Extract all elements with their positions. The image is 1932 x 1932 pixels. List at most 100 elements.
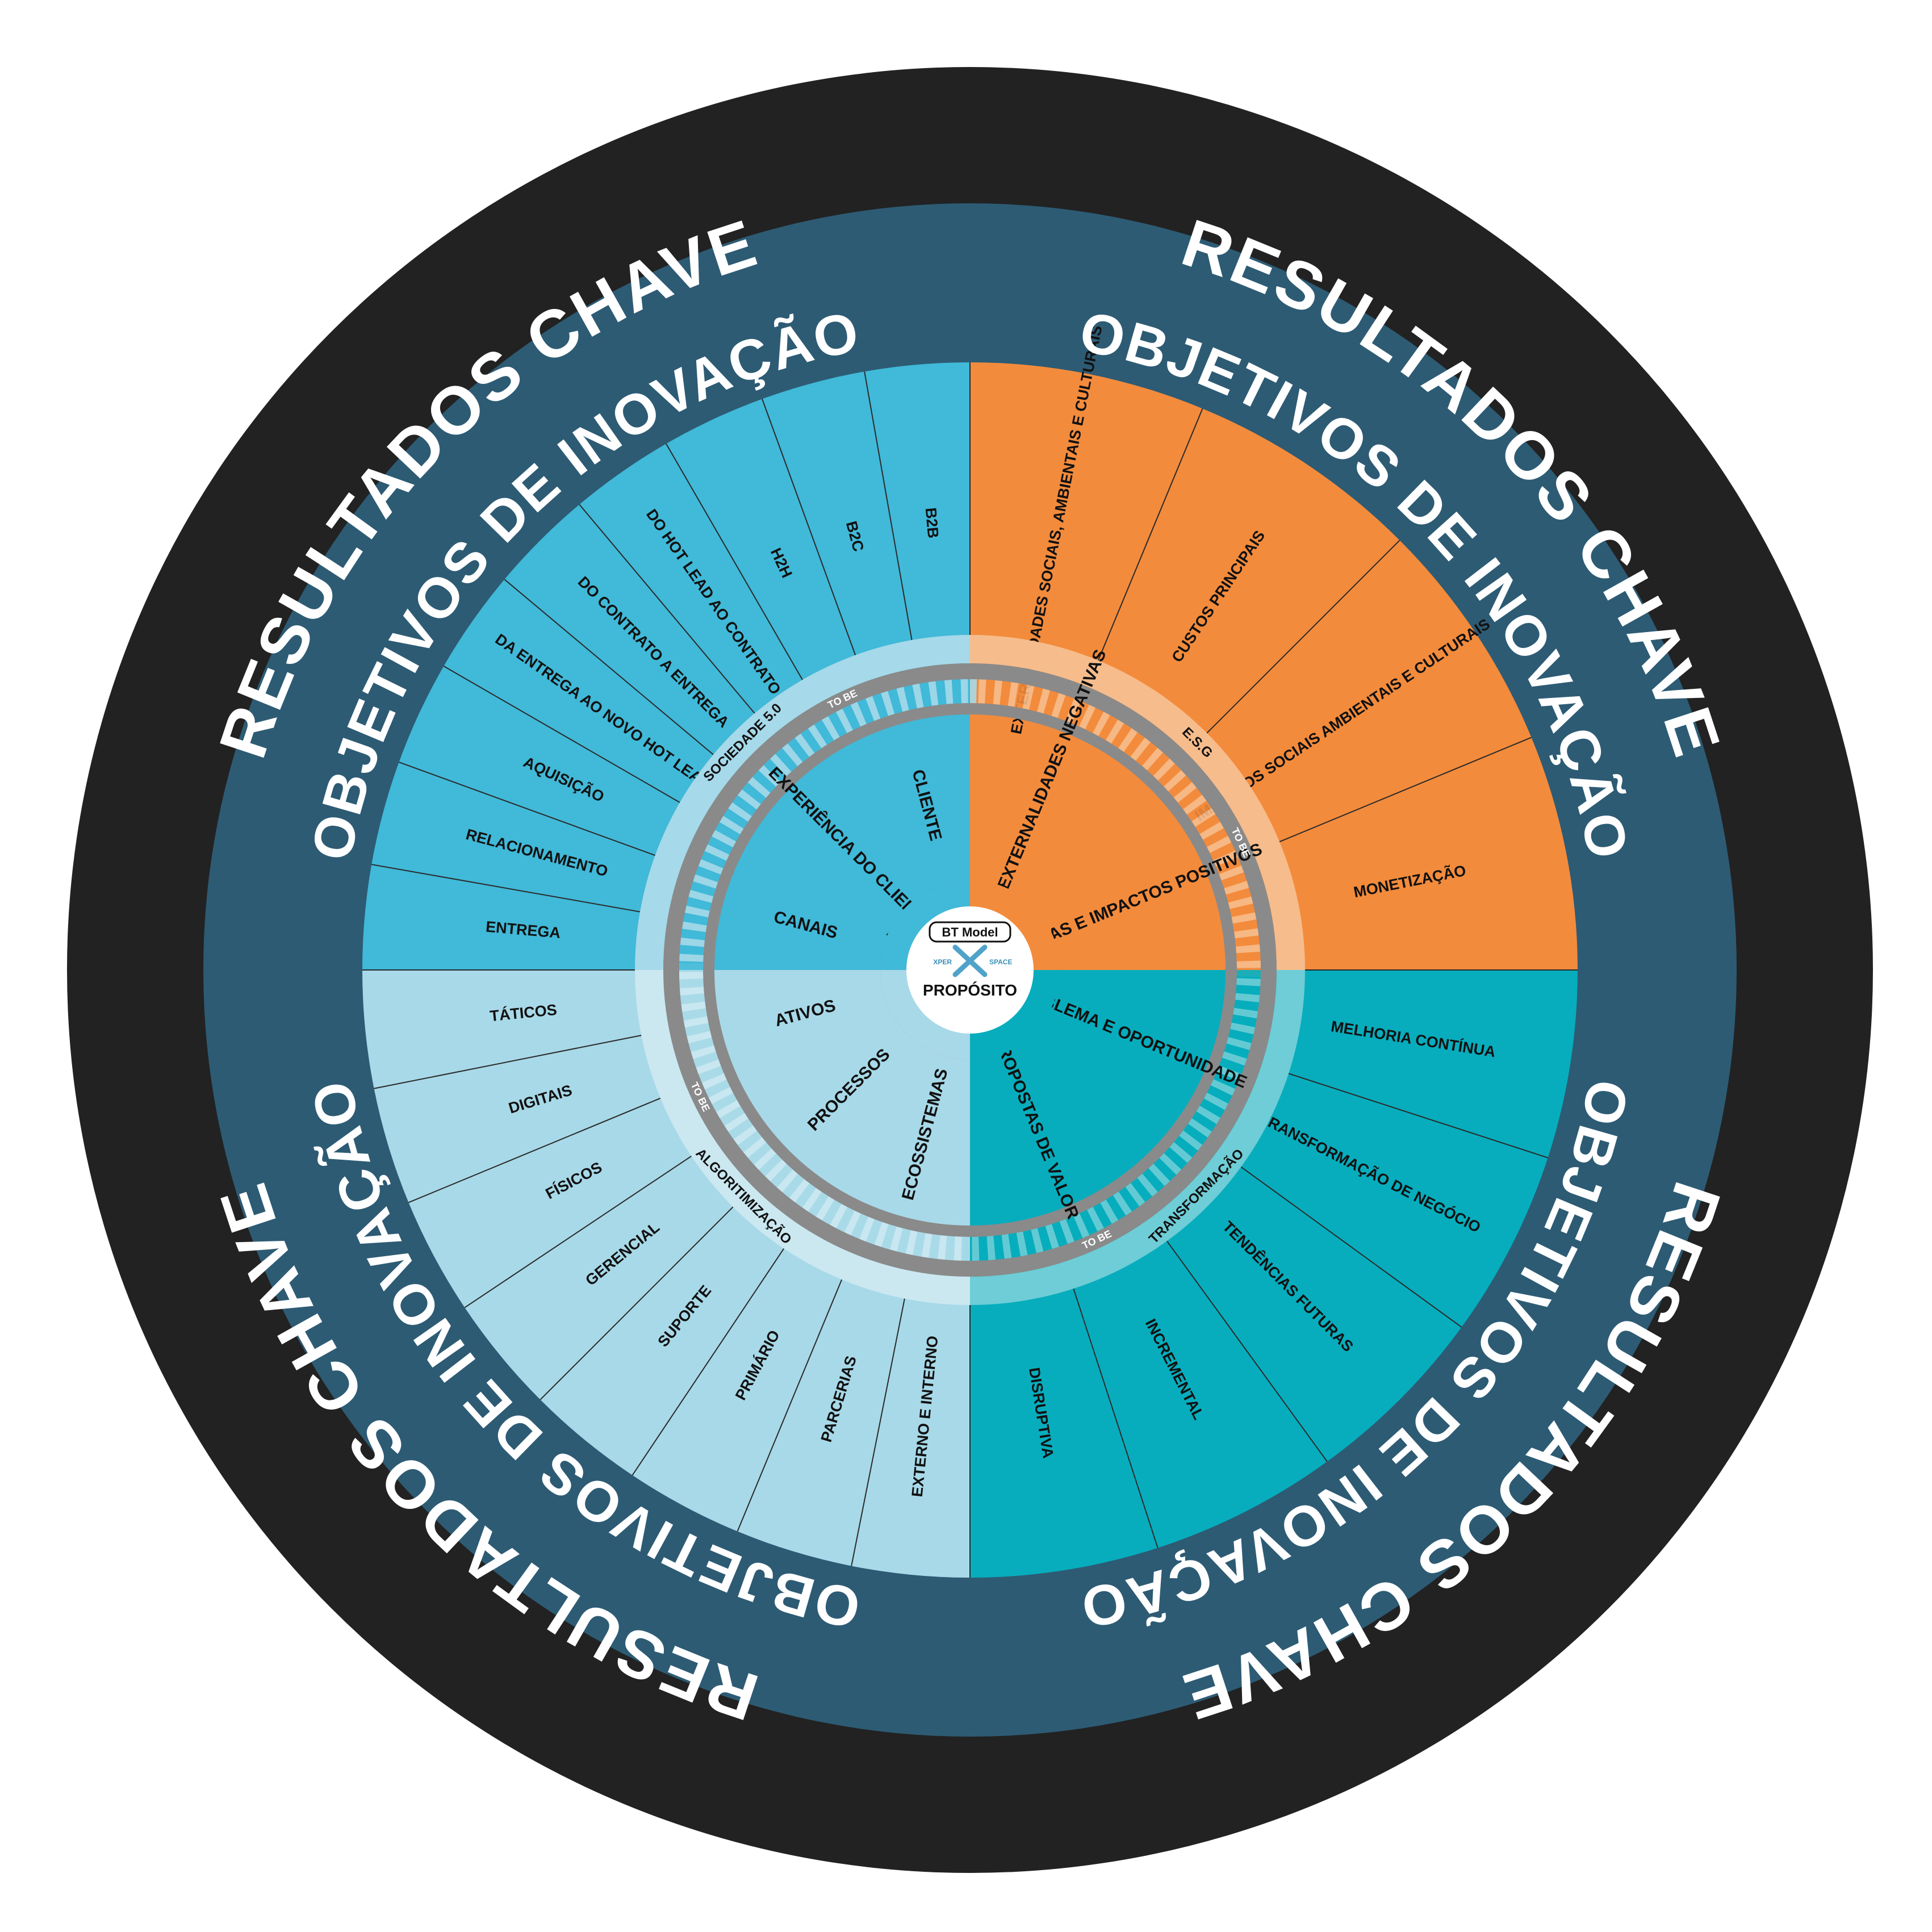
band-nw	[635, 635, 970, 970]
stripe-alt-sw	[777, 1169, 798, 1193]
stripe-alt-sw	[696, 1059, 721, 1074]
stripe-alt-nw	[704, 844, 730, 861]
stripe-ne	[1168, 775, 1192, 798]
stripe-ne	[1236, 968, 1261, 970]
stripe-nw	[968, 679, 970, 704]
stripe-alt-se	[1203, 1093, 1228, 1110]
stripe-nw	[686, 897, 712, 911]
stripe-alt-ne	[1219, 865, 1244, 881]
stripe-ne	[1158, 763, 1181, 787]
stripe-se	[1164, 1147, 1187, 1170]
stripe-alt-se	[986, 1236, 996, 1260]
sector-nw	[362, 362, 970, 970]
stripe-sw	[961, 1236, 970, 1261]
stripe-ne	[1230, 904, 1255, 917]
stripe-alt-se	[1222, 1051, 1247, 1066]
stripe-nw	[842, 705, 861, 730]
stripe-alt-ne	[1164, 770, 1186, 792]
stripe-ne	[1098, 715, 1118, 741]
stripe-ne	[1210, 842, 1235, 861]
stripe-alt-ne	[1153, 758, 1175, 781]
stripe-sw	[836, 1207, 855, 1232]
stripe-alt-sw	[679, 972, 704, 980]
stripe-alt-ne	[1037, 688, 1051, 714]
stripe-alt-nw	[794, 733, 815, 757]
stripe-alt-sw	[743, 1137, 767, 1158]
stripe-se	[1142, 1168, 1165, 1192]
stripe-alt-sw	[691, 1045, 716, 1059]
stripe-nw	[828, 712, 847, 737]
stripe-nw	[732, 795, 757, 817]
stripe-ne	[1014, 683, 1027, 709]
stripe-sw	[851, 1213, 868, 1239]
stripe-se	[1236, 970, 1261, 979]
stripe-alt-sw	[921, 1233, 932, 1258]
divider-sw	[464, 1155, 692, 1308]
stripe-se	[1183, 1123, 1208, 1145]
bt-model-badge-text: BT Model	[942, 925, 998, 939]
stripe-ne	[985, 679, 996, 704]
stripe-alt-ne	[1207, 836, 1232, 853]
stripe-ne	[1187, 800, 1212, 822]
stripe-alt-ne	[1183, 794, 1207, 815]
stripe-sw	[738, 1131, 762, 1152]
stripe-alt-se	[1233, 1007, 1258, 1019]
stripe-alt-sw	[724, 1113, 748, 1132]
xperspace-logo: XPER SPACE	[933, 944, 1012, 977]
stripe-alt-sw	[874, 1222, 889, 1247]
stripe-sw	[759, 1153, 782, 1177]
stripe-alt-se	[1230, 1022, 1255, 1035]
stripe-alt-sw	[702, 1073, 727, 1090]
stripe-alt-se	[1113, 1191, 1132, 1216]
stripe-alt-se	[1226, 1037, 1252, 1051]
stripe-nw	[742, 782, 766, 805]
stripe-sw	[897, 1228, 911, 1254]
stripe-alt-nw	[782, 743, 803, 767]
stripe-alt-ne	[1231, 912, 1257, 924]
divider-sw	[408, 1097, 661, 1203]
divider-nw	[864, 371, 913, 641]
stripe-sw	[795, 1183, 817, 1208]
stripe-alt-nw	[836, 708, 853, 733]
stripe-alt-se	[1137, 1173, 1158, 1197]
stripe-alt-nw	[680, 937, 705, 947]
stripe-se	[1008, 1232, 1021, 1258]
stripe-alt-sw	[683, 1016, 709, 1028]
stripe-se	[1106, 1195, 1126, 1220]
stripe-sw	[881, 1224, 897, 1250]
stripe-alt-ne	[1142, 747, 1163, 771]
stripe-nw	[872, 693, 889, 719]
center-title: PROPÓSITO	[923, 981, 1017, 999]
stripe-alt-ne	[1105, 720, 1124, 744]
stripe-alt-se	[1169, 1142, 1193, 1163]
stripe-alt-nw	[960, 679, 968, 704]
stripe-ne	[1221, 872, 1247, 889]
stripe-alt-ne	[1007, 682, 1019, 707]
stripe-alt-se	[972, 1236, 980, 1261]
stripe-ne	[1236, 951, 1261, 961]
stripe-alt-sw	[830, 1203, 847, 1228]
stripe-sw	[748, 1142, 772, 1165]
stripe-sw	[699, 1065, 724, 1083]
stripe-se	[1191, 1111, 1217, 1132]
stripe-se	[1231, 1014, 1257, 1027]
stripe-ne	[1135, 742, 1158, 766]
stripe-nw	[695, 865, 721, 883]
stripe-alt-nw	[747, 777, 771, 798]
stripe-alt-ne	[1065, 698, 1081, 724]
stripe-alt-sw	[859, 1216, 875, 1242]
stripe-alt-ne	[1234, 928, 1259, 939]
stripe-se	[1174, 1135, 1198, 1158]
divider-nw	[579, 504, 755, 714]
stripe-nw	[935, 680, 947, 705]
bt-model-badge	[929, 921, 1011, 943]
stripe-sw	[728, 1118, 753, 1140]
stripe-nw	[679, 944, 704, 955]
stripe-sw	[782, 1174, 805, 1198]
stripe-se	[1153, 1158, 1177, 1181]
stripe-alt-ne	[1191, 808, 1216, 827]
stripe-sw	[913, 1231, 926, 1257]
stripe-alt-se	[1016, 1231, 1028, 1257]
stripe-alt-se	[1235, 993, 1260, 1003]
logo-text-right: SPACE	[989, 958, 1012, 966]
